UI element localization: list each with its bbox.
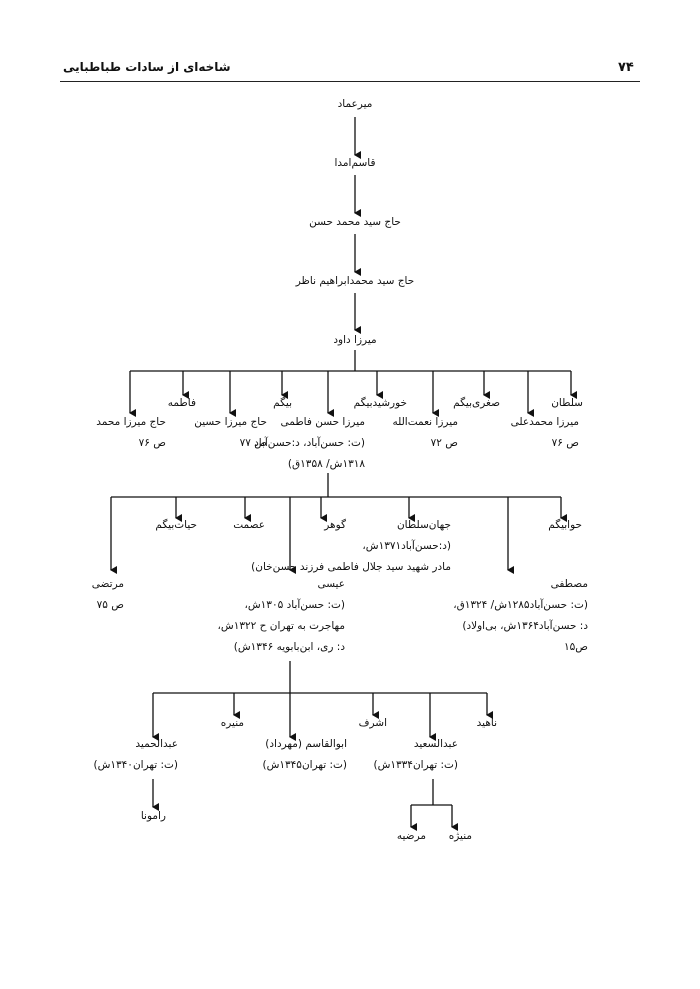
person-abolghasem: ابوالقاسم (مهرداد)(ت: تهران۱۳۴۵ش) (262, 738, 347, 771)
person-khorshid-beygom: خورشیدبیگم (353, 397, 407, 409)
person-marziyeh: مرضیه (396, 830, 426, 842)
person-mir-emad: میرعماد (337, 98, 373, 110)
running-header-title: شاخه‌ای از سادات طباطبایی (63, 60, 231, 74)
person-esmat: عصمت (233, 519, 265, 531)
person-havabeygom: حوابیگم (548, 519, 582, 531)
page-number: ۷۴ (618, 60, 634, 75)
person-mirza-davood: میرزا داود (333, 334, 377, 346)
person-isa: عیسی(ت: حسن‌آباد ۱۳۰۵ش،مهاجرت به تهران ح… (217, 578, 345, 653)
person-hayatbeygom: حیات‌بیگم (155, 519, 197, 531)
person-fatemeh: فاطمه (167, 397, 196, 409)
header-rule (60, 81, 640, 83)
person-nahid: ناهید (476, 717, 497, 729)
person-monizheh: منیژه (448, 830, 472, 842)
person-gohar: گوهر (324, 519, 346, 531)
person-jahansoltan: جهان‌سلطان(د:حسن‌آباد۱۳۷۱ش،مادر شهید سید… (251, 519, 451, 573)
person-haj-mohammad-hasan: حاج سید محمد حسن (309, 216, 401, 228)
person-mostafa: مصطفی(ت: حسن‌آباد۱۲۸۵ش/ ۱۳۲۴ق،د: حسن‌آبا… (453, 578, 588, 653)
person-soltan: سلطان (551, 397, 583, 409)
person-ghasem-amda: قاسم‌امدا (334, 157, 376, 169)
person-ramona: رامونا (140, 810, 166, 822)
person-abdolhamid: عبدالحمید(ت: تهران۱۳۴۰ش) (93, 738, 178, 771)
person-haj-mohammad-ebrahim: حاج سید محمدابراهیم ناظر (295, 275, 415, 287)
person-beygom: بیگم (273, 397, 292, 409)
person-ashraf: اشرف (358, 717, 387, 729)
person-soghra-beygom: صغری‌بیگم (453, 397, 500, 409)
person-monireh: منیره (220, 717, 244, 729)
person-abdolsaeid: عبدالسعید(ت: تهران۱۳۳۴ش) (373, 738, 458, 771)
